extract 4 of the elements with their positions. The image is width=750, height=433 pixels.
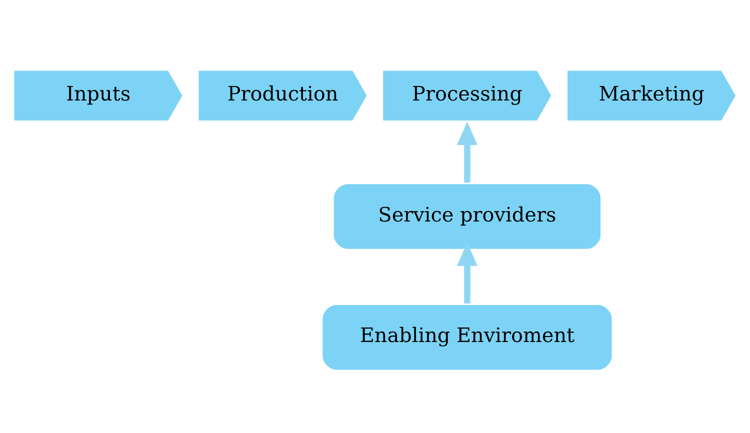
arrow (457, 242, 478, 304)
node-box: Enabling Enviroment (320, 302, 614, 372)
node-box: Service providers (331, 182, 604, 252)
arrow (457, 122, 478, 183)
